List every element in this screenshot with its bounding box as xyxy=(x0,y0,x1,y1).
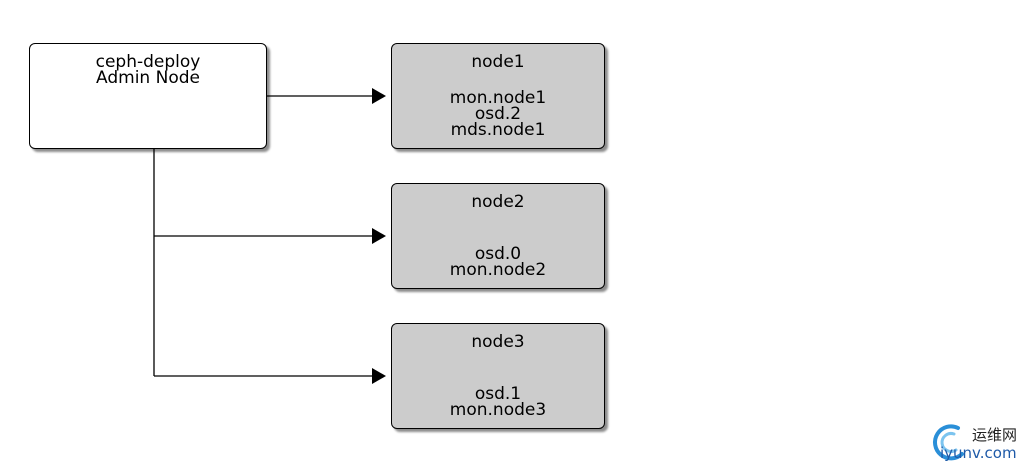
watermark-logo-icon xyxy=(933,424,964,461)
node1-services: mon.node1 osd.2 mds.node1 xyxy=(392,88,604,140)
node1-service: mds.node1 xyxy=(450,120,546,140)
watermark: 运维网 iyunv.com xyxy=(928,418,1032,466)
watermark-cn-text: 运维网 xyxy=(972,426,1018,444)
node2-service: osd.0 xyxy=(474,244,522,264)
node2-box: node2 osd.0 mon.node2 xyxy=(391,183,605,289)
node1-service: osd.2 xyxy=(474,104,522,124)
admin-node-label-line1: ceph-deploy xyxy=(95,52,201,72)
node2-services: osd.0 mon.node2 xyxy=(392,244,604,280)
node1-title: node1 xyxy=(471,52,525,72)
admin-node-label-line2: Admin Node xyxy=(96,68,200,88)
watermark-en-text: iyunv.com xyxy=(940,444,1017,462)
arrowhead-node1 xyxy=(372,88,386,104)
node3-box: node3 osd.1 mon.node3 xyxy=(391,323,605,429)
node1-box: node1 mon.node1 osd.2 mds.node1 xyxy=(391,43,605,149)
node2-service: mon.node2 xyxy=(449,260,547,280)
node1-service: mon.node1 xyxy=(449,88,547,108)
node3-service: osd.1 xyxy=(474,384,522,404)
admin-node-box: ceph-deploy Admin Node xyxy=(29,43,267,149)
arrowhead-node3 xyxy=(372,368,386,384)
node2-title: node2 xyxy=(471,192,525,212)
node3-title: node3 xyxy=(471,332,525,352)
node3-service: mon.node3 xyxy=(449,400,547,420)
arrowhead-node2 xyxy=(372,228,386,244)
node3-services: osd.1 mon.node3 xyxy=(392,384,604,420)
